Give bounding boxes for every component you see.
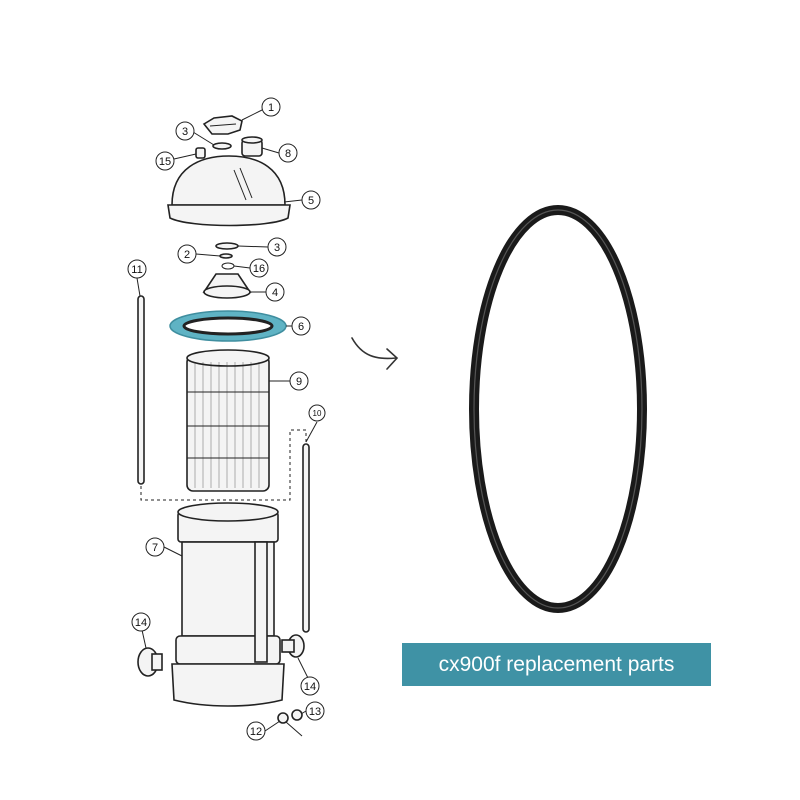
svg-text:7: 7 (152, 542, 158, 554)
part-16-clip (221, 262, 235, 270)
callout-14-left: 14 (131, 612, 151, 632)
part-9-cartridge-filter (186, 349, 270, 492)
part-8-cap (241, 136, 263, 157)
part-4-cone (202, 273, 252, 299)
callout-13: 13 (305, 701, 325, 721)
svg-text:3: 3 (182, 126, 188, 138)
svg-text:12: 12 (250, 726, 262, 738)
callout-8: 8 (278, 143, 298, 163)
svg-text:10: 10 (313, 409, 322, 418)
o-ring-product-photo (469, 205, 647, 613)
curved-arrow-right-icon (351, 337, 399, 370)
part-15-valve (195, 147, 206, 159)
part-5-dome-lid (167, 155, 291, 227)
leader-lines (136, 109, 318, 732)
part-3-washer-lower (215, 242, 239, 250)
part-10-rod (302, 443, 310, 633)
callout-14-right: 14 (300, 676, 320, 696)
callout-11: 11 (127, 259, 147, 279)
svg-text:6: 6 (298, 321, 304, 333)
svg-text:4: 4 (272, 287, 278, 299)
callout-3-top: 3 (175, 121, 195, 141)
callout-5: 5 (301, 190, 321, 210)
part-1-knob (202, 115, 243, 135)
part-2-washer (219, 253, 233, 259)
callout-3-lower: 3 (267, 237, 287, 257)
assembly-dashed-line (140, 429, 307, 501)
svg-text:16: 16 (253, 263, 265, 275)
part-14-knob-right (281, 634, 305, 658)
svg-text:9: 9 (296, 376, 302, 388)
part-12-fitting (277, 712, 289, 724)
svg-text:5: 5 (308, 195, 314, 207)
part-3-washer-top (212, 142, 232, 150)
svg-text:11: 11 (131, 264, 142, 276)
callout-1: 1 (261, 97, 281, 117)
callout-6: 6 (291, 316, 311, 336)
callout-10: 10 (308, 404, 326, 422)
svg-text:8: 8 (285, 148, 291, 160)
callout-9: 9 (289, 371, 309, 391)
svg-text:13: 13 (309, 706, 321, 718)
svg-text:14: 14 (135, 617, 147, 629)
product-banner: cx900f replacement parts (402, 643, 711, 686)
svg-text:2: 2 (184, 249, 190, 261)
part-11-rod (137, 295, 145, 485)
callout-15: 15 (155, 151, 175, 171)
part-7-housing (171, 502, 285, 707)
callout-16: 16 (249, 258, 269, 278)
part-14-knob-left (137, 647, 163, 677)
callout-7: 7 (145, 537, 165, 557)
part-6-o-ring-highlighted (169, 310, 287, 342)
callout-12: 12 (246, 721, 266, 741)
svg-text:3: 3 (274, 242, 280, 254)
part-13-plug (291, 709, 303, 721)
svg-text:14: 14 (304, 681, 316, 693)
callout-4: 4 (265, 282, 285, 302)
callout-2: 2 (177, 244, 197, 264)
svg-text:15: 15 (159, 156, 171, 168)
svg-text:1: 1 (268, 102, 274, 114)
